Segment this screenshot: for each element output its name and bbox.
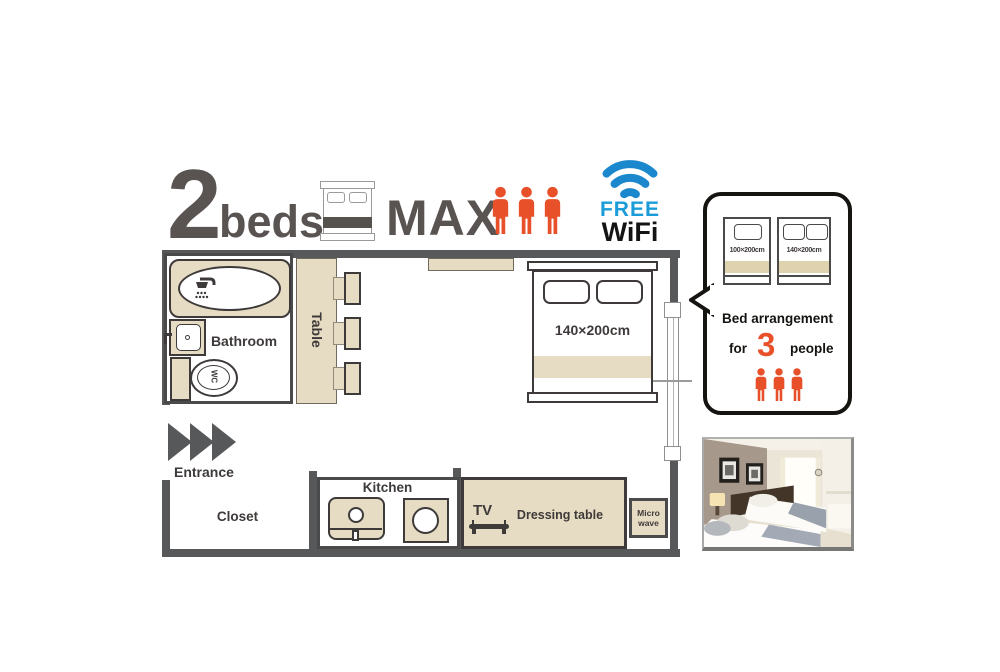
person-icon [773,368,785,401]
shower-icon [195,277,216,299]
bathtub-basin [178,266,281,311]
bed-pillow [783,224,805,240]
wall-bottom [162,549,680,557]
tv-stand-icon [469,520,509,534]
wall-left-lower [162,480,170,557]
entrance-label: Entrance [174,464,234,480]
entrance-arrow-icon [190,423,214,461]
kitchen-sink [328,497,385,541]
microwave-label: Micro wave [632,508,665,528]
window [667,317,679,447]
chair [344,272,361,305]
shelf [428,258,514,271]
microwave: Micro wave [629,498,668,538]
bed-pillow [734,224,762,240]
person-icon [755,368,767,401]
toilet-bowl [190,359,238,397]
chair [344,362,361,395]
person-icon [492,186,509,234]
bed-blanket [779,261,829,273]
bed-size-label: 140×200cm [554,322,631,338]
bed-pillow [806,224,828,240]
wifi-icon [602,160,658,199]
bathroom-label: Bathroom [210,333,278,349]
max-label: MAX [386,190,501,246]
panel-bed-single: 100×200cm [723,217,771,285]
bedroom-photo [702,437,854,551]
wifi-free-label: FREE [599,198,660,221]
panel-people-count: 3 [757,326,776,363]
wall-stub-kitchen-left [309,471,317,549]
bed-pillow [596,280,643,304]
wall-top [162,250,680,258]
dressing-table-label: Dressing table [516,508,604,522]
panel-people-label: people [790,341,834,356]
person-icon [791,368,803,401]
closet-label: Closet [216,509,259,524]
person-icon [544,186,561,234]
kitchen-counter-seam [330,528,382,530]
kitchen-sink-basin [348,507,364,523]
bed-count: 2 [167,149,221,259]
window-sill-bottom [664,446,681,461]
window-pane-line [672,318,674,446]
bed-pillow [543,280,590,304]
entrance-arrow-icon [212,423,236,461]
kitchen-sink-handle [352,530,359,541]
table [296,258,337,404]
tv-label: TV [473,502,493,519]
bed-pillow [327,192,345,203]
bed-foot-line [725,275,769,277]
sink-drain [185,335,190,340]
bed-footboard [320,233,375,241]
window-cross-line [652,380,692,382]
wall-right-upper [670,250,678,305]
bed-pillow [349,192,367,203]
person-icon [518,186,535,234]
callout-tail [689,283,714,317]
panel-bed-single-size: 100×200cm [729,247,765,254]
wall-right-lower [670,459,678,557]
panel-bed-double: 140×200cm [777,217,831,285]
toilet-tank [170,357,191,401]
sink-faucet-icon [164,333,172,336]
bed-icon [320,181,375,241]
bathtub [169,259,291,318]
bed-blanket [534,356,651,378]
bed-foot-line [779,275,829,277]
panel-title: Bed arrangement [721,311,834,326]
sink-faucet-icon [164,336,167,344]
kitchen-label: Kitchen [362,480,413,495]
microwave-label-line2: wave [638,518,659,529]
table-label: Table [309,312,325,348]
bedroom-photo-image [704,439,851,547]
bed-footboard [527,392,658,403]
toilet-rim [197,365,230,390]
dressing-table [461,477,627,549]
stove-burner [412,507,439,534]
bathroom-sink [169,319,206,356]
bed-blanket [323,217,372,228]
entrance-arrow-icon [168,423,192,461]
bed-blanket [725,261,769,273]
panel-bed-double-size: 140×200cm [786,247,822,254]
wifi-label: WiFi [601,217,659,247]
window-sill-top [664,302,681,318]
chair [344,317,361,350]
wc-label: WC [209,369,219,384]
stove [403,498,449,543]
beds-label: beds [219,196,325,247]
microwave-label-line1: Micro [637,508,660,518]
panel-for-label: for [729,341,747,356]
